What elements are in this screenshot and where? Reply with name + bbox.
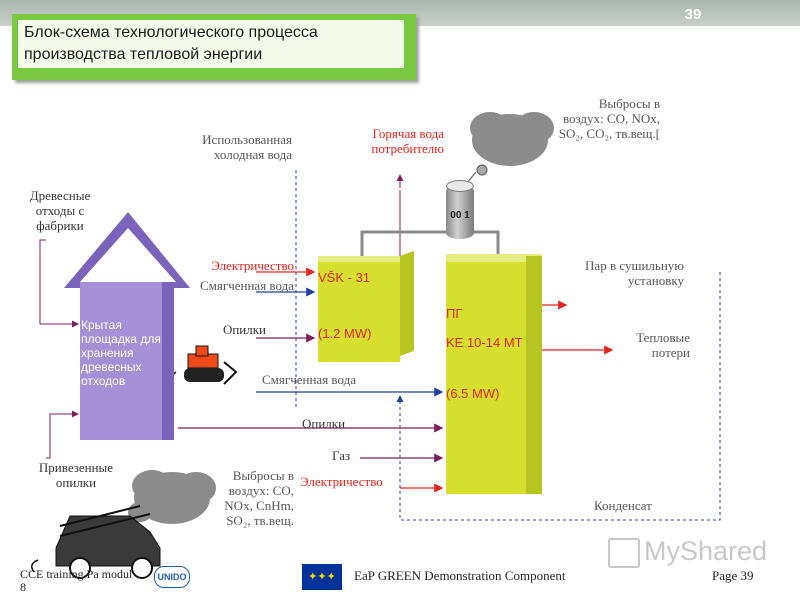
- gas-label: Газ: [332, 448, 351, 463]
- pg-model: KE 10-14 MT: [446, 335, 523, 350]
- truck-icon: [31, 505, 161, 579]
- title-frame: Блок-схема технологического процесса про…: [12, 14, 416, 80]
- unido-logo: UNIDO: [154, 566, 190, 588]
- pg-name: ПГ: [446, 306, 463, 321]
- storage-building-side: [162, 282, 174, 440]
- vsk-boiler-side: [400, 250, 414, 356]
- pg-boiler-top: [446, 254, 542, 264]
- page-number-badge: 39: [684, 6, 702, 23]
- bulldozer-icon: [170, 345, 238, 385]
- condensate-label: Конденсат: [594, 498, 652, 513]
- heat-losses-label: Тепловые потери: [636, 330, 690, 360]
- pg-boiler-side: [526, 256, 542, 494]
- vsk-power: (1.2 MW): [318, 326, 372, 341]
- eu-flag-icon: ✦✦✦: [302, 564, 342, 590]
- sawdust-label-2: Опилки: [302, 416, 346, 431]
- footer-course-label: CCE training Pa modul 8: [20, 567, 133, 594]
- watermark-icon: [608, 538, 640, 568]
- page-title: Блок-схема технологического процесса про…: [18, 20, 404, 68]
- wood-waste-label: Древесные отходы с фабрики: [29, 188, 91, 233]
- pg-boiler: [446, 262, 526, 494]
- imported-sawdust-label: Привезенные опилки: [38, 460, 114, 490]
- vsk-boiler: [318, 262, 400, 362]
- hot-water-label: Горячая вода потребителю: [371, 126, 444, 156]
- footer-center-text: EaP GREEN Demonstration Component: [354, 568, 566, 583]
- softened-water-label-2: Смягченная вода: [262, 372, 356, 387]
- pg-power: (6.5 MW): [446, 386, 500, 401]
- used-cold-water-label: Использованная холодная вода: [202, 132, 292, 162]
- storage-label: Крытая площадка для хранения древесных о…: [81, 318, 161, 388]
- emissions-top-label: Выбросы в воздух: CO, NOx, SO₂, CO₂, тв.…: [558, 96, 660, 141]
- electricity-label-2: Электричество: [300, 474, 383, 489]
- vsk-name: VŠK - 31: [318, 270, 371, 285]
- sawdust-label-1: Опилки: [222, 322, 266, 337]
- tank-label: 00 1: [450, 210, 470, 221]
- steam-label: Пар в сушильную установку: [585, 258, 684, 288]
- electricity-label-1: Электричество: [211, 258, 294, 273]
- emissions-bottom-label: Выбросы в воздух: CO, NOx, CnHm, SO₂, тв…: [224, 468, 294, 528]
- watermark-text: MyShared: [644, 536, 768, 566]
- storage-building: [80, 282, 162, 440]
- tank: [446, 185, 474, 239]
- footer-page-number: Page 39: [712, 568, 754, 583]
- softened-water-label-1: Смягченная вода: [200, 278, 294, 293]
- vsk-boiler-top: [318, 256, 414, 266]
- tank-top: [446, 180, 474, 192]
